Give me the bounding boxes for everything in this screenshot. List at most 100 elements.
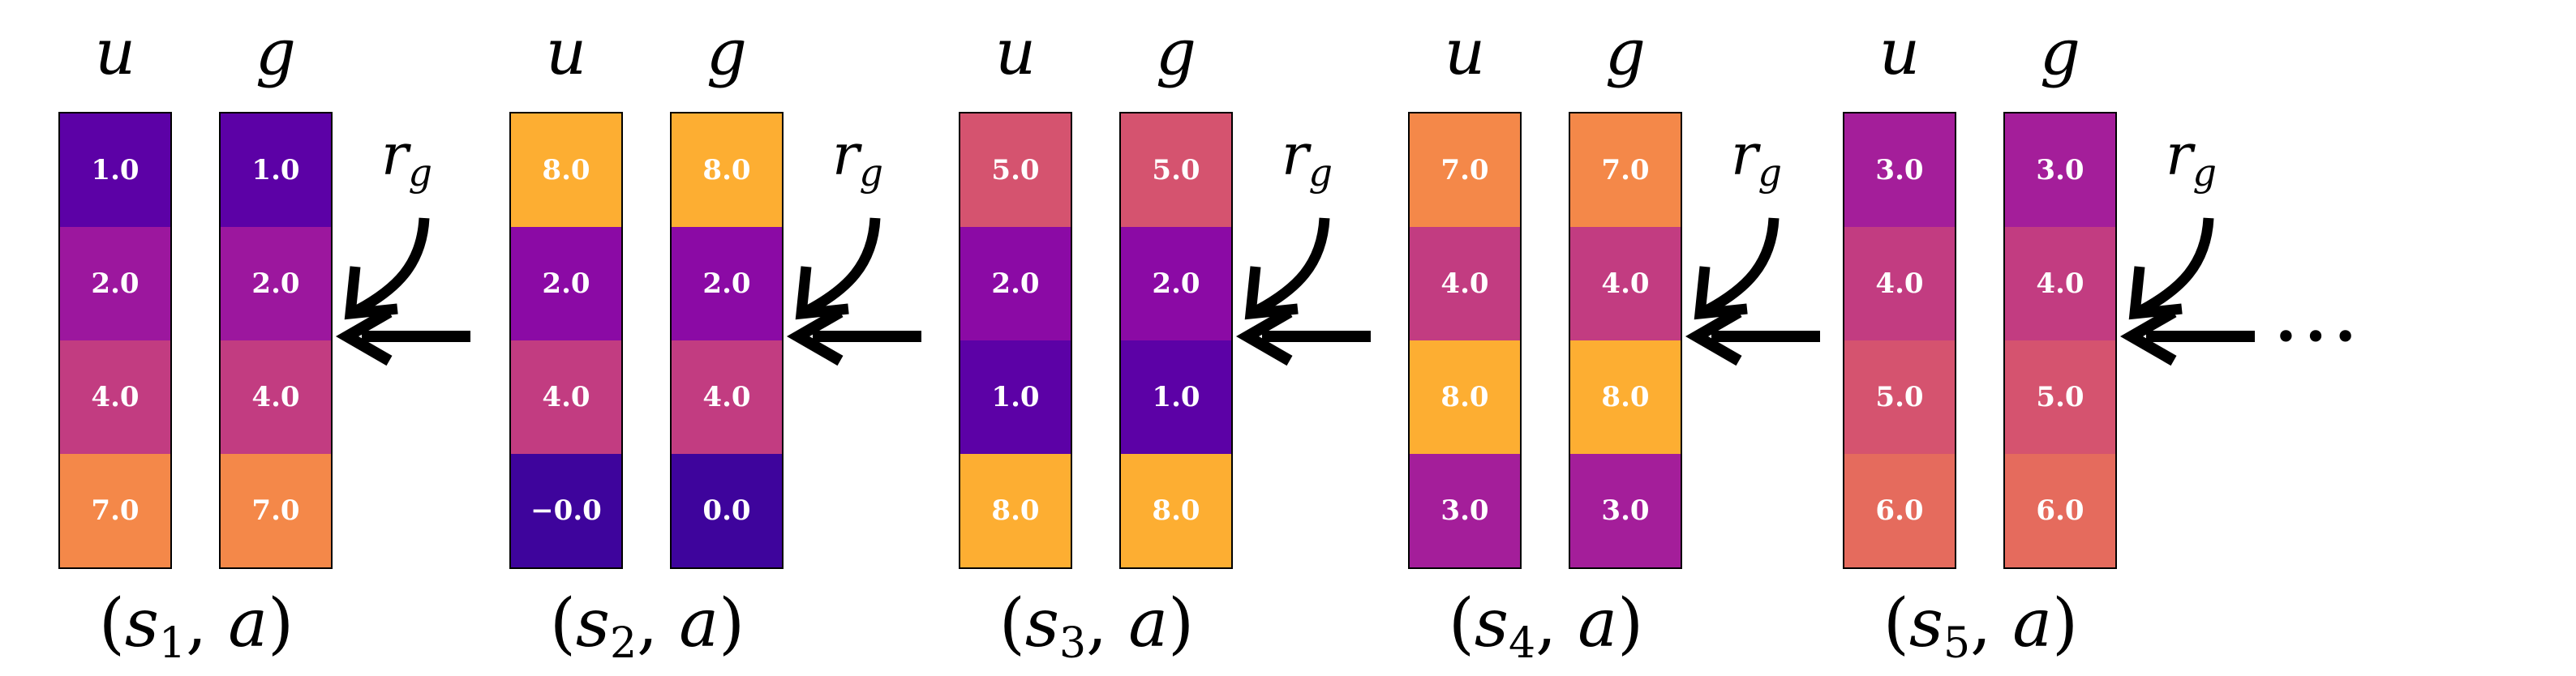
state-index: 4	[1508, 619, 1536, 668]
backup-arrow-head-4	[1685, 306, 1742, 366]
value-cell: 3.0	[1570, 454, 1681, 567]
column-header-u: u	[994, 16, 1037, 89]
column-header-g: g	[706, 16, 747, 89]
column-header-g: g	[1156, 16, 1196, 89]
state-var: s	[575, 585, 610, 662]
column-header-g: g	[255, 16, 296, 89]
value-cell: −0.0	[511, 454, 621, 567]
value-cell: 7.0	[1410, 113, 1520, 227]
reward-arrow-head-3	[1244, 266, 1299, 320]
reward-arrow-3	[1254, 217, 1330, 315]
value-cell: 7.0	[60, 454, 170, 567]
value-cell: 3.0	[1410, 454, 1520, 567]
action-var: a	[1578, 585, 1618, 662]
value-cell: 3.0	[1844, 113, 1955, 227]
value-cell: 0.0	[672, 454, 782, 567]
state-label-1: (s1, a)	[98, 585, 294, 668]
value-cell: 8.0	[1410, 340, 1520, 454]
value-cell: 2.0	[511, 227, 621, 340]
value-cell: 4.0	[2005, 227, 2115, 340]
reward-base: r	[2166, 122, 2193, 188]
state-label-5: (s5, a)	[1883, 585, 2079, 668]
action-var: a	[228, 585, 268, 662]
state-index: 2	[609, 619, 638, 668]
state-label-3: (s3, a)	[998, 585, 1195, 668]
column-header-u: u	[94, 16, 136, 89]
reward-base: r	[832, 122, 860, 188]
action-var: a	[2012, 585, 2053, 662]
value-cell: 2.0	[672, 227, 782, 340]
reward-sub: g	[2192, 151, 2217, 195]
reward-sub: g	[408, 151, 432, 195]
value-cell: 8.0	[1121, 454, 1231, 567]
reward-label-1: rg	[381, 122, 432, 195]
reward-arrow-head-4	[1694, 266, 1748, 320]
value-cell: 4.0	[60, 340, 170, 454]
value-cell: 4.0	[672, 340, 782, 454]
state-index: 3	[1058, 619, 1087, 668]
column-header-u: u	[1878, 16, 1921, 89]
state-label-2: (s2, a)	[549, 585, 745, 668]
state-index: 5	[1943, 619, 1971, 668]
reward-label-2: rg	[832, 122, 883, 195]
value-cell: 2.0	[960, 227, 1071, 340]
value-cell: 8.0	[511, 113, 621, 227]
state-var: s	[1024, 585, 1059, 662]
value-cell: 3.0	[2005, 113, 2115, 227]
value-cell: 5.0	[960, 113, 1071, 227]
value-cell: 5.0	[1844, 340, 1955, 454]
value-cell: 7.0	[221, 454, 331, 567]
value-cell: 8.0	[672, 113, 782, 227]
state-var: s	[1474, 585, 1509, 662]
reward-arrow-1	[354, 217, 430, 315]
reward-base: r	[381, 122, 409, 188]
value-cell: 4.0	[511, 340, 621, 454]
value-cell: 1.0	[221, 113, 331, 227]
reward-base: r	[1731, 122, 1758, 188]
reward-label-3: rg	[1282, 122, 1333, 195]
action-var: a	[679, 585, 719, 662]
reward-base: r	[1282, 122, 1309, 188]
value-cell: 5.0	[2005, 340, 2115, 454]
reward-arrow-5	[2138, 217, 2214, 315]
value-cell: 4.0	[1844, 227, 1955, 340]
state-label-4: (s4, a)	[1448, 585, 1644, 668]
column-header-g: g	[2040, 16, 2080, 89]
value-cell: 1.0	[60, 113, 170, 227]
reward-label-4: rg	[1731, 122, 1782, 195]
state-var: s	[1908, 585, 1943, 662]
value-cell: 1.0	[960, 340, 1071, 454]
ellipsis: …	[2271, 258, 2378, 362]
value-cell: 6.0	[2005, 454, 2115, 567]
backup-arrow-head-1	[335, 306, 393, 366]
value-cell: 2.0	[1121, 227, 1231, 340]
value-cell: 6.0	[1844, 454, 1955, 567]
value-cell: 7.0	[1570, 113, 1681, 227]
column-header-g: g	[1605, 16, 1646, 89]
reward-arrow-head-2	[795, 266, 849, 320]
value-cell: 4.0	[221, 340, 331, 454]
column-header-u: u	[545, 16, 587, 89]
backup-arrow-head-5	[2119, 306, 2177, 366]
reward-sub: g	[1758, 151, 1782, 195]
state-index: 1	[158, 619, 187, 668]
value-cell: 5.0	[1121, 113, 1231, 227]
value-cell: 8.0	[960, 454, 1071, 567]
reward-arrow-2	[805, 217, 881, 315]
value-cell: 2.0	[221, 227, 331, 340]
value-cell: 4.0	[1570, 227, 1681, 340]
value-cell: 2.0	[60, 227, 170, 340]
value-cell: 8.0	[1570, 340, 1681, 454]
value-cell: 1.0	[1121, 340, 1231, 454]
